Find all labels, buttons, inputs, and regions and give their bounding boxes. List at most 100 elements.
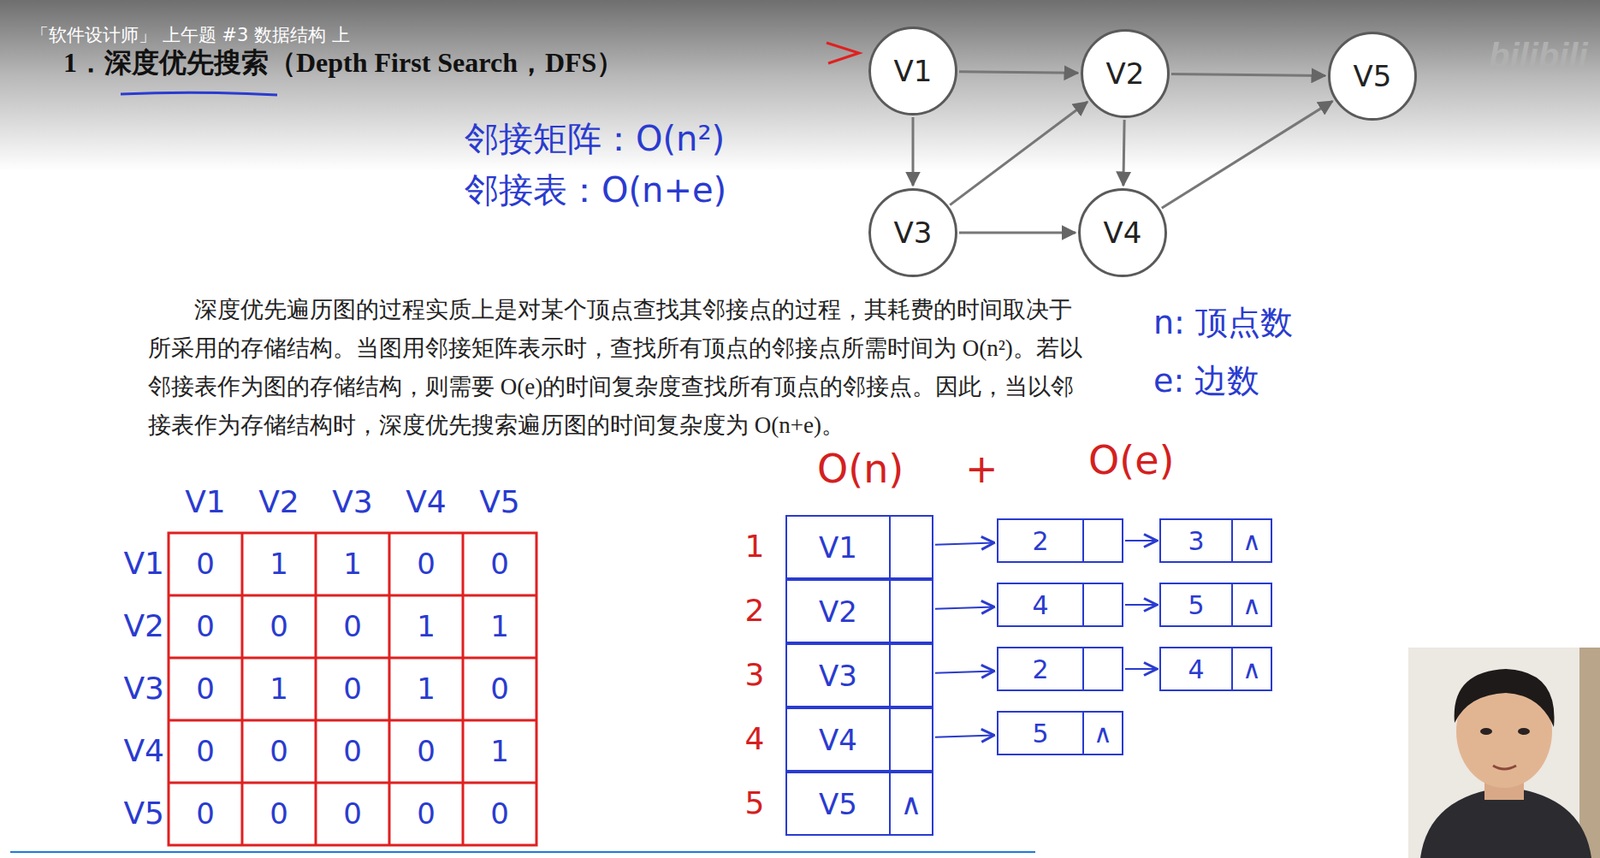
matrix-cell: 0 <box>242 794 316 833</box>
data-field: V1 <box>787 516 889 578</box>
handwritten-note: 邻接矩阵：O(n²) <box>464 116 725 161</box>
data-field: V3 <box>787 645 889 706</box>
node-label: V4 <box>1103 215 1143 250</box>
directed-edge <box>912 117 915 186</box>
node-label: 4 <box>1031 590 1049 621</box>
pointer-field: ∧ <box>1231 648 1271 690</box>
null-pointer: ∧ <box>1093 718 1113 749</box>
directed-edge <box>1123 119 1125 186</box>
row-index: 3 <box>737 656 772 694</box>
graph-vertex: V1 <box>868 26 958 116</box>
directed-edge <box>1161 100 1334 208</box>
data-field: 2 <box>998 648 1083 690</box>
matrix-cell: 0 <box>315 607 390 646</box>
title-underline <box>120 92 278 95</box>
complexity-note: O(e) <box>1088 436 1174 485</box>
directed-edge <box>949 101 1088 206</box>
matrix-column-header: V5 <box>462 483 537 522</box>
matrix-cell: 0 <box>462 669 537 708</box>
data-field: V4 <box>787 709 889 771</box>
matrix-cell: 0 <box>315 669 390 708</box>
pointer-field <box>888 516 932 578</box>
complexity-note: + <box>965 444 999 493</box>
matrix-cell: 0 <box>462 545 537 583</box>
data-field: V5 <box>787 773 889 835</box>
node-label: 5 <box>1187 590 1204 621</box>
list-head-cell: V5 ∧ <box>785 771 934 836</box>
row-index: 1 <box>737 527 772 566</box>
matrix-column-header: V3 <box>315 483 390 522</box>
pointer-field: ∧ <box>1231 584 1271 626</box>
list-pointer <box>935 670 995 673</box>
data-field: 4 <box>1161 648 1232 690</box>
matrix-cell: 0 <box>168 607 243 646</box>
list-pointer <box>1125 668 1157 670</box>
matrix-cell: 1 <box>462 607 537 646</box>
handwritten-note: n: 顶点数 <box>1153 301 1293 344</box>
graph-vertex: V5 <box>1327 31 1417 121</box>
row-index: 2 <box>737 592 772 630</box>
matrix-cell: 0 <box>242 607 316 646</box>
data-field: 2 <box>998 520 1083 562</box>
node-label: V1 <box>894 53 933 89</box>
node-label: 2 <box>1031 526 1049 557</box>
matrix-cell: 1 <box>242 669 316 708</box>
pointer-field <box>1082 520 1122 562</box>
matrix-cell: 0 <box>168 669 243 708</box>
body-paragraph: 深度优先遍历图的过程实质上是对某个顶点查找其邻接点的过程，其耗费的时间取决于所采… <box>148 290 1090 445</box>
row-index: 5 <box>737 784 772 823</box>
node-label: V2 <box>1106 56 1145 91</box>
directed-edge <box>959 71 1079 74</box>
node-label: V4 <box>818 722 858 758</box>
data-field: 5 <box>1161 584 1232 626</box>
node-label: V5 <box>818 787 858 822</box>
matrix-column-header: V2 <box>242 483 316 522</box>
list-head-cell: V1 <box>785 515 934 580</box>
slide-title: 1．深度优先搜索（Depth First Search，DFS） <box>63 42 624 83</box>
node-label: 2 <box>1031 654 1049 685</box>
pointer-field <box>1082 584 1122 626</box>
matrix-cell: 1 <box>462 732 537 771</box>
list-pointer <box>1125 539 1157 542</box>
list-node: 3∧ <box>1159 518 1273 563</box>
top-band <box>0 0 1600 172</box>
data-field: 5 <box>998 712 1083 754</box>
matrix-column-header: V1 <box>168 483 243 522</box>
data-field: 4 <box>998 584 1083 626</box>
matrix-cell: 0 <box>242 732 316 771</box>
matrix-cell: 1 <box>242 545 316 583</box>
list-node: 4∧ <box>1159 646 1273 692</box>
list-node: 2 <box>996 646 1124 692</box>
row-index: 4 <box>737 720 772 759</box>
data-field: V2 <box>787 580 889 642</box>
matrix-cell: 0 <box>462 794 537 833</box>
pointer-field <box>888 580 932 642</box>
matrix-cell: 0 <box>389 545 463 583</box>
data-field: 3 <box>1161 520 1232 562</box>
list-pointer <box>935 734 995 737</box>
matrix-cell: 1 <box>315 545 390 583</box>
matrix-row-header: V5 <box>119 794 165 833</box>
matrix-cell: 0 <box>389 732 463 771</box>
list-node: 5∧ <box>996 711 1124 756</box>
null-pointer: ∧ <box>1242 590 1262 621</box>
matrix-cell: 0 <box>168 794 243 833</box>
matrix-row-header: V2 <box>119 607 165 646</box>
complexity-note: O(n) <box>817 444 904 493</box>
watermark: bilibili <box>1488 34 1589 78</box>
node-label: V2 <box>818 594 858 629</box>
graph-vertex: V4 <box>1078 188 1168 278</box>
matrix-cell: 0 <box>168 545 243 583</box>
highlight-ring <box>886 47 940 95</box>
pointer-field: ∧ <box>1231 520 1271 562</box>
pointer-field: ∧ <box>888 773 932 835</box>
node-label: 4 <box>1187 654 1204 685</box>
matrix-cell: 0 <box>389 794 463 833</box>
matrix-row-header: V1 <box>119 545 165 583</box>
matrix-cell: 0 <box>315 732 390 771</box>
matrix-cell: 1 <box>389 607 463 646</box>
matrix-grid <box>168 533 537 846</box>
null-pointer: ∧ <box>900 787 923 822</box>
graph-vertex: V2 <box>1080 29 1170 119</box>
